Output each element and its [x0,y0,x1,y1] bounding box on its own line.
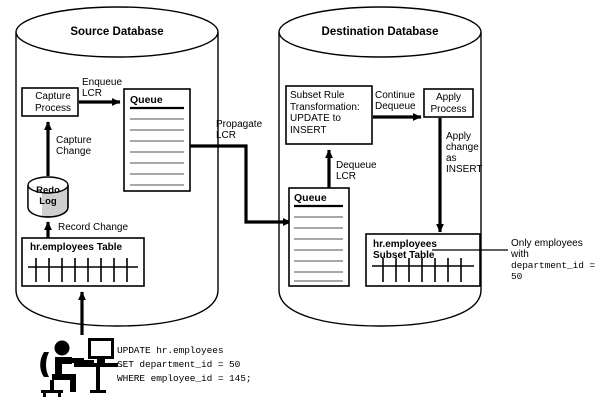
source-database-title: Source Database [70,26,164,38]
hr-employees-subset-table-box [365,233,481,287]
hr-employees-subset-table-label: hr.employees Subset Table [373,239,437,261]
hr-employees-table-label: hr.employees Table [30,242,123,253]
user-at-computer-icon [40,338,118,397]
subset-rule-transformation-box [285,85,373,145]
destination-queue-box [288,187,350,287]
subset-rule-label: Subset Rule Transformation: UPDATE to IN… [290,90,360,136]
source-queue-title: Queue [130,94,163,106]
redo-log-cylinder [27,176,69,218]
annotation-line-3: department_id = 50 [511,260,596,282]
capture-process-box [21,87,79,117]
apply-process-label: Apply Process [430,92,467,115]
dequeue-lcr-label: Dequeue LCR [336,160,377,182]
record-change-label: Record Change [58,222,129,233]
hr-employees-table-box [21,237,145,287]
sql-line-2: SET department_id = 50 [117,359,241,370]
destination-queue-title: Queue [294,192,327,204]
apply-change-label: Apply change as INSERT [446,131,483,175]
continue-dequeue-label: Continue Dequeue [375,90,416,112]
redo-log-label: Redo Log [36,185,60,207]
sql-line-1: UPDATE hr.employees [117,345,224,356]
enqueue-lcr-label: Enqueue LCR [82,77,123,99]
destination-database-title: Destination Database [321,26,439,38]
propagate-lcr-arrow [190,144,292,226]
annotation-line-1: Only employees [511,238,583,249]
sql-line-3: WHERE employee_id = 145; [117,373,252,384]
capture-change-label: Capture Change [56,135,92,157]
annotation-line-2: with [511,249,529,260]
propagate-lcr-label: Propagate LCR [216,119,263,141]
apply-process-box [423,88,474,118]
source-queue-box [123,88,191,192]
capture-process-label: Capture Process [34,91,72,114]
